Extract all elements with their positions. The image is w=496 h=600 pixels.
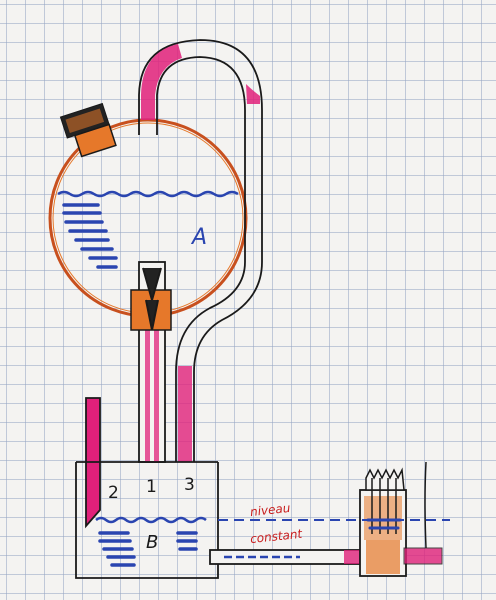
siphon-tube-3 [138, 39, 263, 462]
tube-1-stopper [130, 267, 172, 331]
level-device [359, 461, 443, 577]
label-tube-2: 2 [108, 483, 119, 503]
label-tube-1: 1 [146, 477, 157, 497]
label-tube-3: 3 [184, 475, 195, 495]
siphon-tube-3-tint-top [141, 44, 182, 120]
label-niveau: niveau [249, 501, 291, 519]
sphere-water-surface [57, 190, 239, 198]
vessel-b-water-surface [95, 516, 207, 524]
sphere-water-hatching [62, 203, 118, 269]
label-sphere-a: A [190, 225, 207, 250]
sphere-stopper [59, 102, 117, 158]
label-constant: constant [249, 527, 304, 547]
outlet-pipe [209, 549, 361, 565]
vessel-b-water-hatching [98, 531, 198, 567]
siphon-tube-3-tint-right [246, 84, 260, 104]
label-vessel-b: B [146, 532, 158, 553]
siphon-tube-3-tint-bottom [178, 366, 192, 462]
